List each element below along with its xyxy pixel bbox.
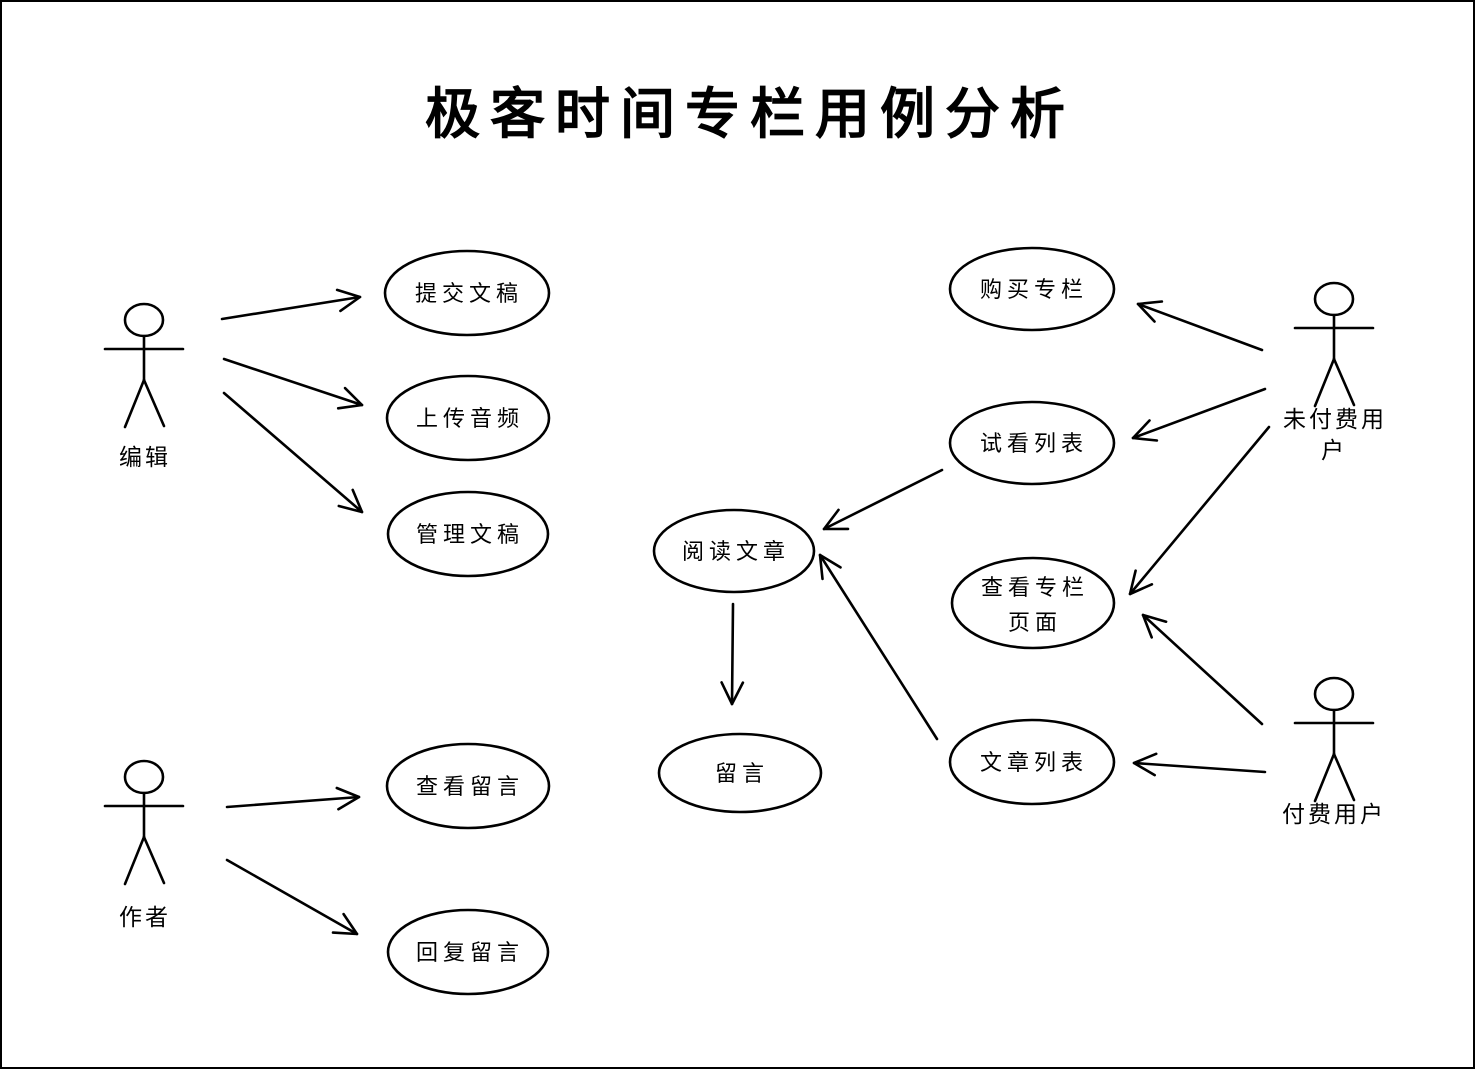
usecase-ellipse (948, 246, 1116, 332)
edge-editor-to-submit-manuscript (220, 288, 362, 321)
usecase-read-article: 阅读文章 (652, 508, 816, 594)
arrowhead (1131, 419, 1159, 442)
usecase-manage-manuscript: 管理文稿 (386, 490, 550, 578)
arrowhead (720, 681, 745, 706)
edge-line (1141, 613, 1264, 726)
actor-label: 未付费用 (1283, 407, 1387, 433)
arrowhead (335, 786, 361, 811)
edge-unpaid-user-to-trial-list (1131, 387, 1267, 442)
edge-line (818, 553, 939, 741)
edge-line (225, 795, 361, 809)
edge-line (1128, 425, 1271, 596)
usecase-ellipse (950, 556, 1116, 650)
usecase-ellipse (652, 508, 816, 594)
edge-line (222, 357, 364, 407)
edge-trial-list-to-read-article (822, 468, 944, 531)
edge-author-to-reply-comments (225, 858, 359, 936)
arrowhead (1132, 752, 1158, 777)
edge-paid-user-to-view-column-page (1141, 613, 1264, 726)
usecase-label: 查看专栏 (981, 576, 1089, 601)
usecase-comment: 留言 (657, 732, 823, 814)
actor-leg-left (123, 835, 146, 886)
actor-head (123, 302, 165, 338)
actor-paid-user: 付费用户 (1282, 676, 1386, 828)
usecase-label: 回复留言 (416, 941, 524, 966)
edges-layer (220, 288, 1271, 936)
edge-read-article-to-comment (720, 602, 745, 706)
usecase-reply-comments: 回复留言 (386, 908, 550, 996)
usecase-ellipse (386, 490, 550, 578)
edge-line (1131, 387, 1267, 440)
actor-leg-right (1332, 752, 1356, 802)
usecase-buy-column: 购买专栏 (948, 246, 1116, 332)
usecase-label: 购买专栏 (980, 278, 1088, 303)
arrowhead (335, 288, 362, 313)
edge-line (220, 295, 362, 321)
usecase-label: 查看留言 (416, 775, 524, 800)
edge-editor-to-manage-manuscript (222, 391, 364, 514)
usecase-label: 留言 (715, 762, 769, 787)
edge-article-list-to-read-article (818, 553, 939, 741)
edge-line (1132, 761, 1267, 774)
usecase-label: 管理文稿 (416, 523, 524, 548)
usecase-ellipse (385, 374, 551, 462)
actor-leg-left (123, 378, 146, 429)
edge-line (1136, 302, 1264, 352)
edge-line (730, 602, 735, 706)
actor-head (1313, 281, 1355, 317)
usecase-label: 试看列表 (980, 432, 1088, 457)
usecase-label: 文章列表 (980, 751, 1088, 776)
usecase-ellipse (386, 908, 550, 996)
actor-editor: 编辑 (103, 302, 185, 471)
edge-paid-user-to-article-list (1132, 752, 1267, 777)
arrowhead (1128, 569, 1154, 596)
page-title: 极客时间专栏用例分析 (425, 82, 1075, 146)
actor-head (123, 759, 165, 795)
actor-label: 付费用户 (1282, 802, 1386, 828)
usecase-label: 上传音频 (416, 407, 524, 432)
actor-label: 户 (1321, 438, 1347, 464)
edge-author-to-view-comments (225, 786, 361, 811)
usecase-ellipse (657, 732, 823, 814)
edge-unpaid-user-to-view-column-page (1128, 425, 1271, 596)
edge-unpaid-user-to-buy-column (1136, 300, 1264, 352)
usecase-view-comments: 查看留言 (385, 742, 551, 830)
usecase-upload-audio: 上传音频 (385, 374, 551, 462)
arrowhead (822, 508, 850, 531)
arrowhead (336, 386, 364, 410)
usecase-ellipse (385, 742, 551, 830)
usecase-article-list: 文章列表 (948, 718, 1116, 806)
actor-label: 编辑 (119, 445, 171, 471)
usecase-ellipse (383, 249, 551, 337)
actor-leg-right (1332, 357, 1356, 407)
usecase-ellipse (948, 400, 1116, 486)
usecase-label: 阅读文章 (682, 540, 790, 565)
arrowhead (1141, 613, 1168, 639)
edge-editor-to-upload-audio (222, 357, 364, 410)
actor-leg-right (142, 378, 166, 428)
edge-line (822, 468, 944, 531)
arrowhead (1136, 300, 1164, 323)
actor-author: 作者 (103, 759, 185, 931)
actor-label: 作者 (119, 905, 171, 931)
actor-leg-right (142, 835, 166, 885)
arrowhead (331, 912, 359, 936)
actor-leg-left (1313, 357, 1336, 408)
usecase-submit-manuscript: 提交文稿 (383, 249, 551, 337)
edge-line (222, 391, 364, 514)
edge-line (225, 858, 359, 936)
usecase-ellipse (948, 718, 1116, 806)
arrowhead (337, 488, 364, 514)
actor-leg-left (1313, 752, 1336, 803)
usecase-label: 页面 (1008, 611, 1062, 636)
arrowhead (818, 553, 842, 581)
usecase-label: 提交文稿 (415, 282, 523, 307)
usecase-trial-list: 试看列表 (948, 400, 1116, 486)
actor-head (1313, 676, 1355, 712)
